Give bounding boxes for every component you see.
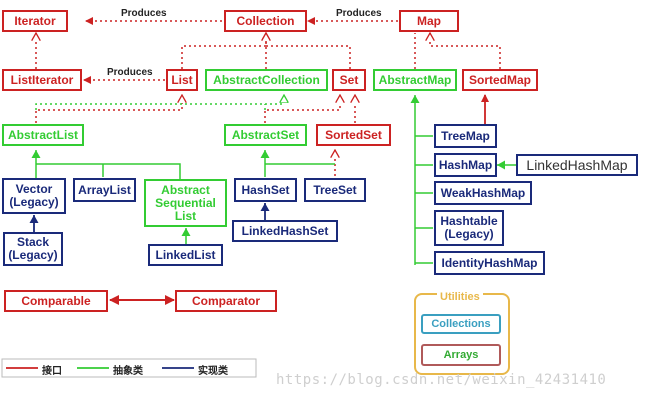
edge-abstractlist-abstractcollection <box>35 95 284 110</box>
node-set: Set <box>332 69 366 91</box>
produces-label-3: Produces <box>107 67 153 78</box>
node-comparable: Comparable <box>4 290 108 312</box>
edge-list-collection <box>181 33 266 69</box>
node-hashmap: HashMap <box>434 153 497 177</box>
node-list: List <box>166 69 198 91</box>
node-vector: Vector (Legacy) <box>2 178 66 214</box>
watermark: https://blog.csdn.net/weixin_42431410 <box>276 372 607 388</box>
node-linkedhashset: LinkedHashSet <box>232 220 338 242</box>
node-sortedmap: SortedMap <box>462 69 538 91</box>
legend-frame <box>1 358 257 378</box>
utilities-title: Utilities <box>437 291 483 303</box>
node-hashset: HashSet <box>234 178 297 202</box>
node-hashtable: Hashtable (Legacy) <box>434 210 504 246</box>
legend-interface-label: 接口 <box>42 366 62 377</box>
node-sortedset: SortedSet <box>316 124 391 146</box>
node-linkedhashmap: LinkedHashMap <box>516 154 638 176</box>
node-iterator: Iterator <box>2 10 68 32</box>
edge-sortedmap-map <box>430 33 501 69</box>
node-abstractcollection: AbstractCollection <box>205 69 328 91</box>
legend-impl-label: 实现类 <box>198 366 228 377</box>
node-stack: Stack (Legacy) <box>3 232 63 266</box>
legend-abstract-label: 抽象类 <box>113 366 143 377</box>
impl-edges <box>29 203 270 232</box>
node-abstractmap: AbstractMap <box>373 69 457 91</box>
utility-arrays: Arrays <box>421 344 501 366</box>
node-comparator: Comparator <box>175 290 277 312</box>
edge-set-collection <box>266 45 351 69</box>
edge-abstractlist-list <box>35 95 182 123</box>
edge-abstractset-set <box>264 95 340 123</box>
node-treeset: TreeSet <box>304 178 366 202</box>
node-arraylist: ArrayList <box>73 178 136 202</box>
node-abstractsequentiallist: Abstract Sequential List <box>144 179 227 227</box>
produces-edges <box>83 17 398 84</box>
utility-collections: Collections <box>421 314 501 334</box>
node-identityhashmap: IdentityHashMap <box>434 251 545 275</box>
node-abstractset: AbstractSet <box>224 124 307 146</box>
produces-label-1: Produces <box>121 8 167 19</box>
node-weakhashmap: WeakHashMap <box>434 181 532 205</box>
interface-edges <box>35 33 501 176</box>
node-collection: Collection <box>224 10 307 32</box>
node-linkedlist: LinkedList <box>148 244 223 266</box>
node-map: Map <box>399 10 459 32</box>
node-listiterator: ListIterator <box>2 69 82 91</box>
produces-label-2: Produces <box>336 8 382 19</box>
edge-abstractlist-children <box>36 163 181 179</box>
node-treemap: TreeMap <box>434 124 497 148</box>
node-abstractlist: AbstractList <box>2 124 84 146</box>
abstract-edges <box>31 95 516 265</box>
